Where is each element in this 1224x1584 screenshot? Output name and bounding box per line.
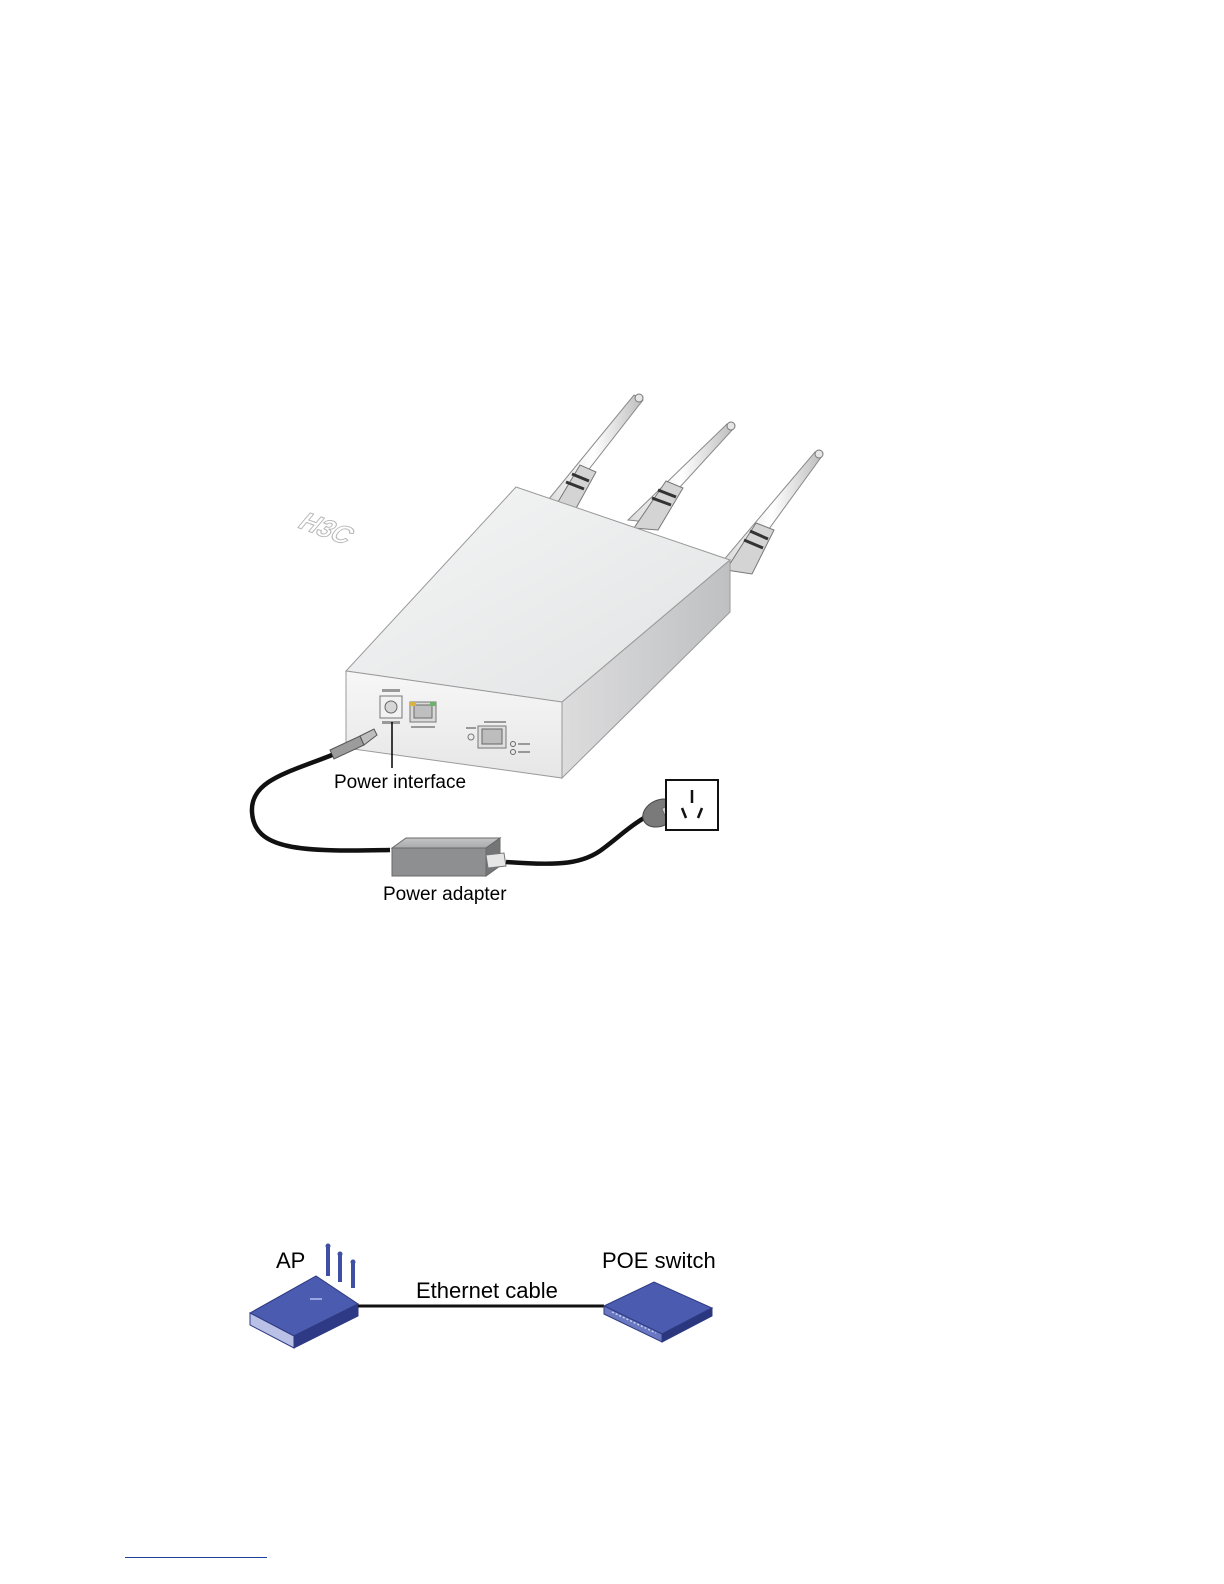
power-interface-label: Power interface: [334, 772, 466, 793]
poe-switch-icon: [604, 1282, 712, 1342]
ethernet-cable-label: Ethernet cable: [416, 1278, 558, 1303]
power-adapter-connection-diagram: H3C Po: [0, 0, 1224, 1000]
footer-rule: [125, 1557, 267, 1558]
poe-switch-label: POE switch: [602, 1248, 716, 1273]
device-top-surface: [346, 487, 730, 702]
wall-socket: [666, 780, 718, 830]
antenna-2: [628, 422, 735, 530]
ac-cable: [506, 818, 644, 864]
power-adapter-label: Power adapter: [383, 884, 507, 905]
antenna-3: [722, 450, 823, 574]
antenna-1: [544, 394, 643, 512]
power-adapter: [392, 838, 506, 876]
poe-connection-diagram: AP Ethernet cable POE switch: [0, 1200, 1224, 1400]
device-logo: H3C: [292, 508, 361, 549]
access-point-device: H3C: [292, 487, 730, 778]
ap-label: AP: [276, 1248, 305, 1273]
dc-cable: [252, 755, 390, 851]
